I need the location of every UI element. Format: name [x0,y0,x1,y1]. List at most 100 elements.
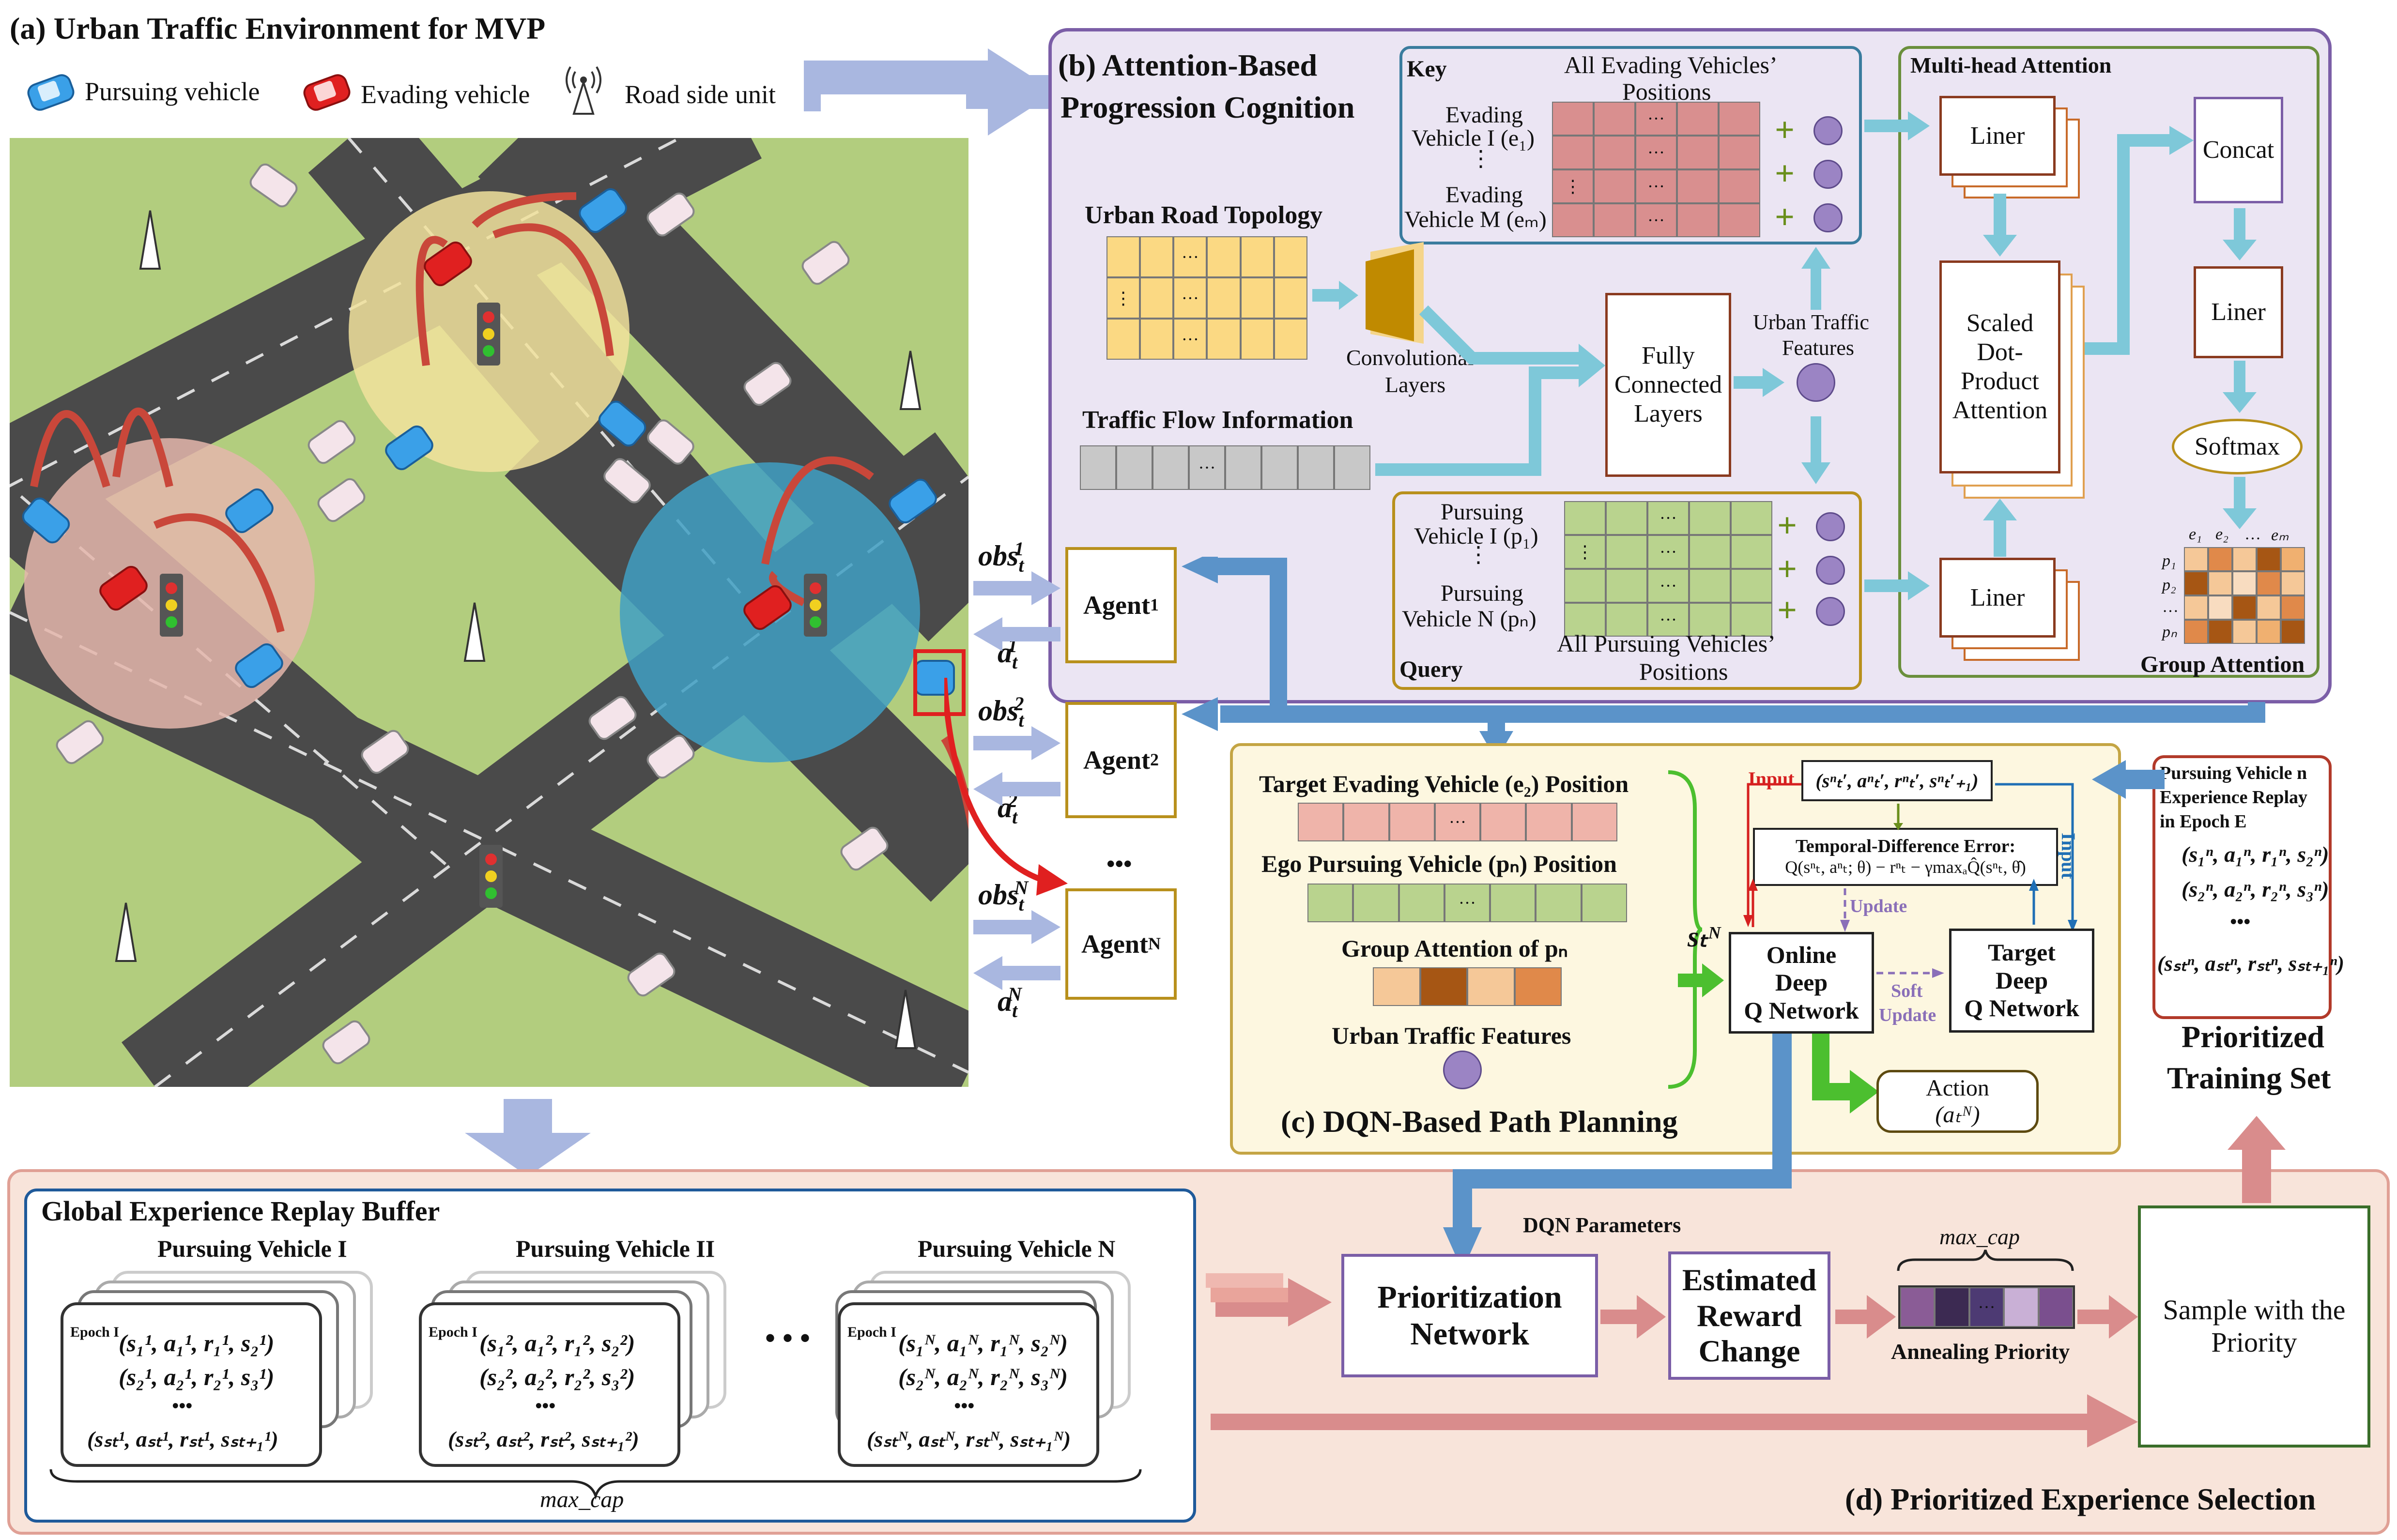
conv-layers-line1: Convolutional [1346,345,1474,370]
fc-line1: Fully [1642,342,1695,370]
prioritization-to-reward-arrow [1600,1295,1666,1339]
query-to-liner-arrow [1864,571,1930,600]
car-blue-icon [27,74,75,111]
state-label: sₜᴺ [1688,921,1721,953]
soft-update-arrow [1876,968,1944,978]
pursuing-first-line2: Vehicle I (p₁) [1414,523,1538,549]
replay-row-2: (s₂ⁿ, a₂ⁿ, r₂ⁿ, s₃ⁿ) [2182,877,2329,901]
action-label-N: atN [998,983,1022,1022]
query-box [1392,491,1862,690]
panel-b-title-line2: Progression Cognition [1060,90,1355,124]
mha-box [1898,46,2320,678]
to-fc-arrows [1375,305,1605,476]
replay-row-4: (sₛₜⁿ, aₛₜⁿ, rₛₜⁿ, sₛₜ₊₁ⁿ) [2157,952,2344,976]
key-plus-2: + [1775,154,1795,193]
pv2-row-1: (s₁², a₁², r₁², s₂²) [479,1329,635,1357]
estimated-reward-box: Estimated Reward Change [1668,1251,1830,1380]
agent-io-arrows [973,571,1060,990]
red-highlight-arrow [944,678,1068,896]
panel-d-title: (d) Prioritized Experience Selection [1845,1482,2316,1516]
agents-dots: ••• [1106,850,1132,877]
query-positions-line1: All Pursuing Vehicles’ [1557,630,1776,657]
priority-brace [1897,1250,2074,1271]
liner-bottom-box: Liner [1939,558,2056,638]
obs-label-2: obst2 [978,693,1024,731]
query-feature-dot-1 [1816,512,1845,541]
state-to-online-arrow [1678,963,1724,997]
sample-to-training-arrow [2228,1116,2286,1203]
replay-title-line1: Pursuing Vehicle n [2160,763,2307,783]
dqn-params-arrow [1443,1034,1792,1271]
replay-row-3: ••• [2230,911,2251,932]
key-matrix: ··· ··· ⋮··· ··· [1552,102,1760,237]
input-left-label: Input [1748,768,1795,790]
concat-box: Concat [2194,97,2283,203]
traffic-flow-label: Traffic Flow Information [1082,406,1353,434]
target-evading-pos-grid: ··· [1298,803,1617,841]
antenna-icon [566,66,601,115]
key-label: Key [1407,56,1447,82]
pv1-epoch: Epoch I [70,1324,119,1340]
panel-b-title-line1: (b) Attention-Based [1058,48,1318,82]
query-positions-line2: Positions [1639,658,1728,685]
action-box: Action (aₜᴺ) [1876,1070,2039,1133]
online-dqn-box: Online Deep Q Network [1729,932,1874,1034]
key-box [1399,46,1862,244]
key-to-liner-arrow [1864,111,1930,140]
pursuing-vdots: ⋮ [1467,542,1490,567]
conv-layers-line2: Layers [1385,372,1446,397]
urban-traffic-features-c-label: Urban Traffic Features [1332,1022,1571,1049]
priority-to-sample-arrow [2077,1295,2138,1339]
features-up-arrow [1801,247,1830,310]
soft-update-line1: Soft [1891,981,1923,1001]
legend-evading-label: Evading vehicle [361,80,530,109]
pv1-row-2: (s₂¹, a₂¹, r₂¹, s₃¹) [119,1363,275,1390]
key-plus-3: + [1775,198,1795,236]
pvN-row-1: (s₁ᴺ, a₁ᴺ, r₁ᴺ, s₂ᴺ) [898,1329,1068,1357]
annealing-priority-label: Annealing Priority [1891,1339,2070,1364]
replay-title-line3: in Epoch E [2160,811,2247,832]
td-error-title: Temporal-Difference Error: [1795,836,2016,857]
max-cap-label: max_cap [540,1487,624,1512]
evading-first-line2: Vehicle I (e₁) [1412,125,1535,151]
liner-to-sdpa-arrow [1983,194,2017,257]
replay-title-line2: Experience Replay [2160,787,2308,808]
evading-last-line1: Evading [1445,182,1523,208]
pv2-row-4: (sₛₜ², aₛₜ², rₛₜ², sₛₜ₊₁²) [448,1427,639,1451]
ego-pursuing-pos-label: Ego Pursuing Vehicle (pₙ) Position [1261,850,1617,877]
pursuing-last-line2: Vehicle N (pₙ) [1402,606,1537,632]
arrow-map-down [465,1099,591,1176]
td-error-formula: Q(sⁿₜ, aⁿₜ; θ) − rⁿₜ − γmaxₐQ̂(sⁿₜ, θ̂) [1785,857,2026,877]
panel-c-flow-lines [1743,783,2077,932]
soft-update-line2: Update [1879,1005,1936,1025]
max-cap-brace [49,1469,1142,1500]
query-label: Query [1399,656,1463,682]
softmax-to-ga-arrow [2223,477,2257,529]
ga-col-label-1: e₁ [2189,525,2202,543]
annealing-priority-bar: ··· [1898,1285,2075,1329]
fc-layers-box: Fully Connected Layers [1605,293,1731,477]
pvN-label: Pursuing Vehicle N [918,1235,1116,1262]
sdpa-line3: Product [1961,367,2039,395]
urban-traffic-features-dot [1797,363,1835,402]
urban-traffic-features-c-dot [1443,1051,1482,1089]
update-label: Update [1850,896,1907,916]
sdpa-line1: Scaled [1966,309,2034,337]
mha-label: Multi-head Attention [1910,53,2112,77]
traffic-flow-grid: ··· [1080,445,1370,490]
query-plus-1: + [1777,506,1798,545]
traffic-light-icon [160,303,827,908]
query-feature-dot-2 [1816,556,1845,585]
urban-traffic-features-line2: Features [1782,336,1855,360]
liner-top-box: Liner [1939,96,2056,176]
pursuing-first-line1: Pursuing [1441,499,1523,525]
td-error-box: Temporal-Difference Error: Q(sⁿₜ, aⁿₜ; θ… [1753,828,2058,886]
panel-c-title: (c) DQN-Based Path Planning [1281,1104,1678,1139]
buffer-to-sample-arrow [1211,1394,2138,1448]
pv1-row-1: (s₁¹, a₁¹, r₁¹, s₂¹) [119,1329,275,1357]
group-attention-row-grid [1373,967,1562,1006]
